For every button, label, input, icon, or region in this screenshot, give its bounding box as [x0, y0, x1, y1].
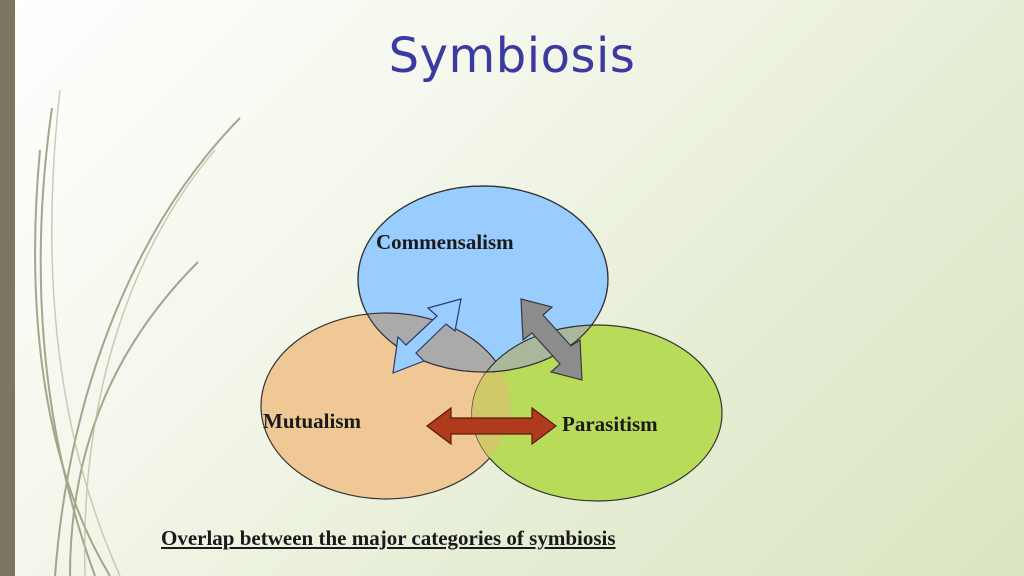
commensalism-parasitism-arrow	[520, 298, 583, 381]
commensalism-mutualism-overlap	[358, 312, 512, 372]
decorative-grass-lines	[34, 89, 241, 576]
mutualism-parasitism-arrow	[426, 406, 557, 446]
mutualism-commensalism-arrow	[392, 298, 462, 374]
diagram-caption: Overlap between the major categories of …	[161, 526, 616, 550]
slide-title: Symbiosis	[388, 28, 636, 84]
left-accent-bar	[0, 0, 15, 576]
parasitism-label: Parasitism	[562, 412, 658, 436]
commensalism-label: Commensalism	[376, 230, 514, 254]
mutualism-label: Mutualism	[263, 409, 362, 433]
